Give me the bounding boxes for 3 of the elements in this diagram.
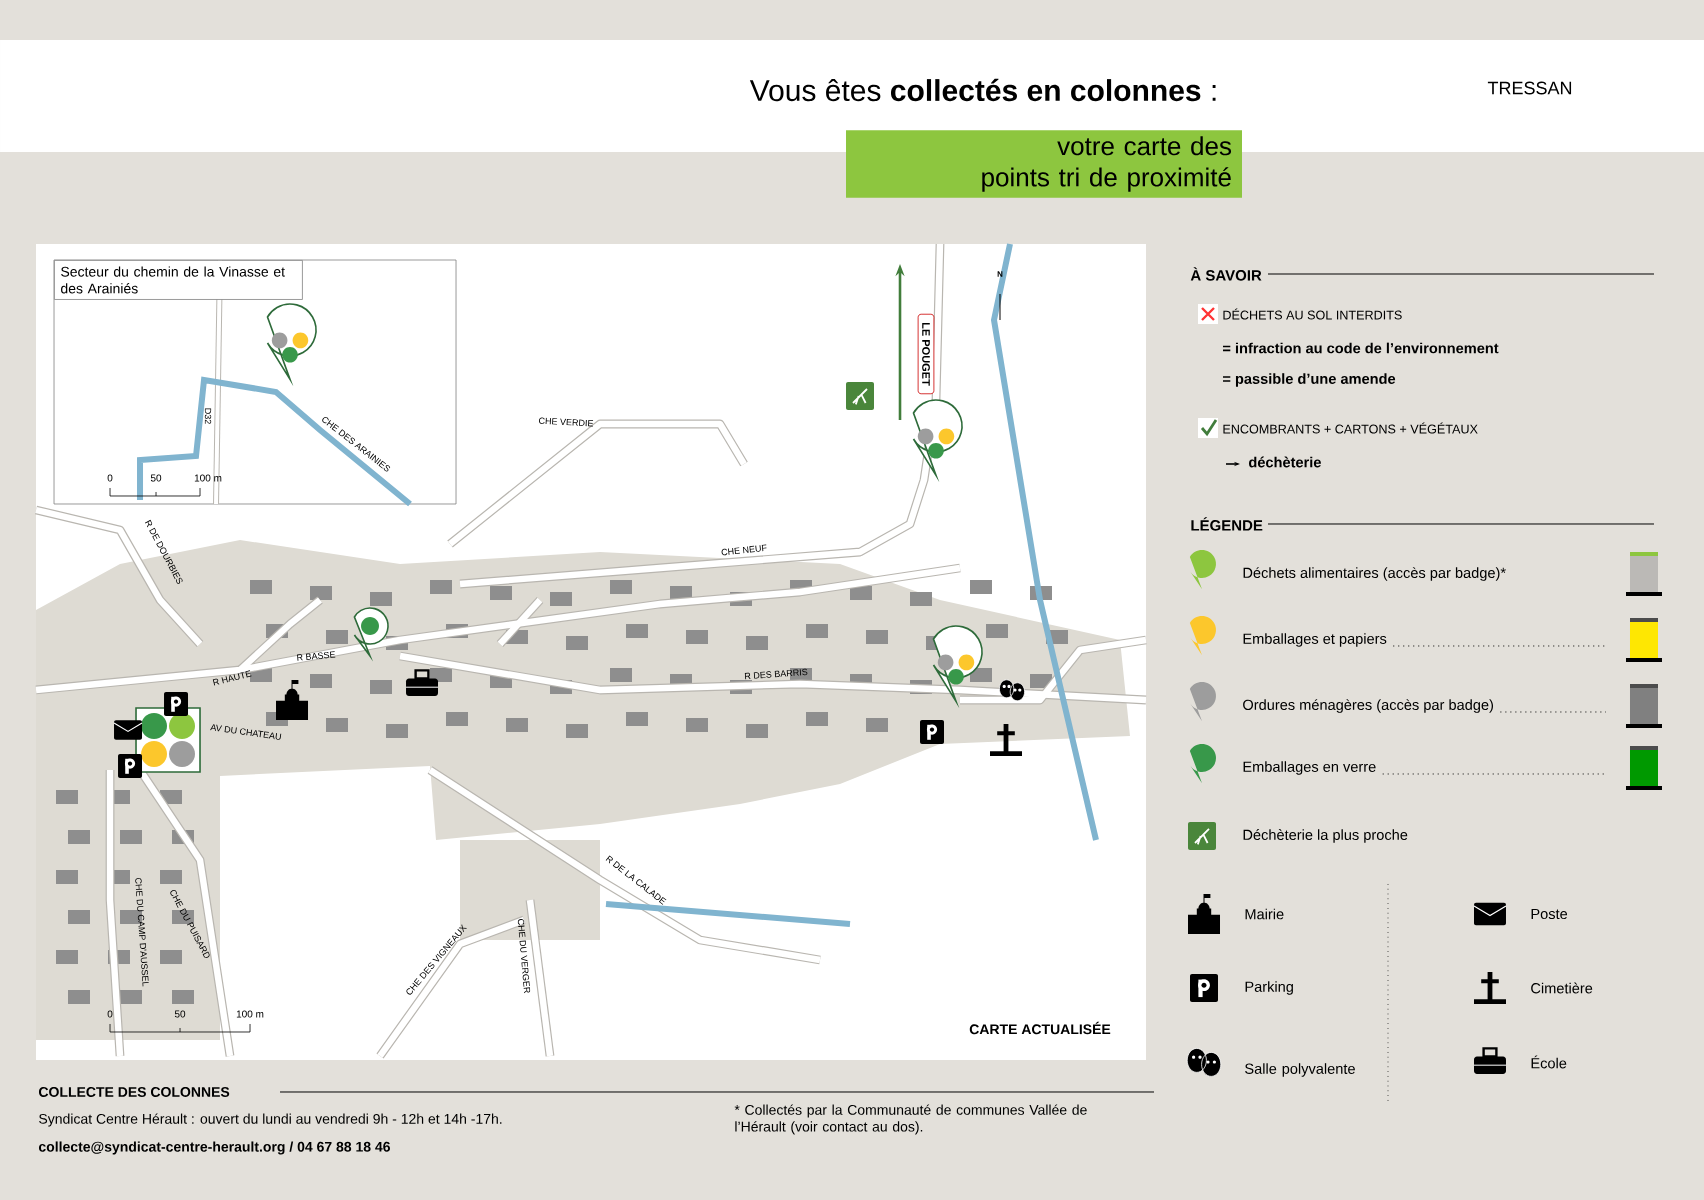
title: Vous êtes collectés en colonnes : (749, 78, 1216, 102)
place-name: TRESSAN (1487, 81, 1572, 95)
highlight-banner: votre carte des points tri de proximité (846, 130, 1242, 198)
